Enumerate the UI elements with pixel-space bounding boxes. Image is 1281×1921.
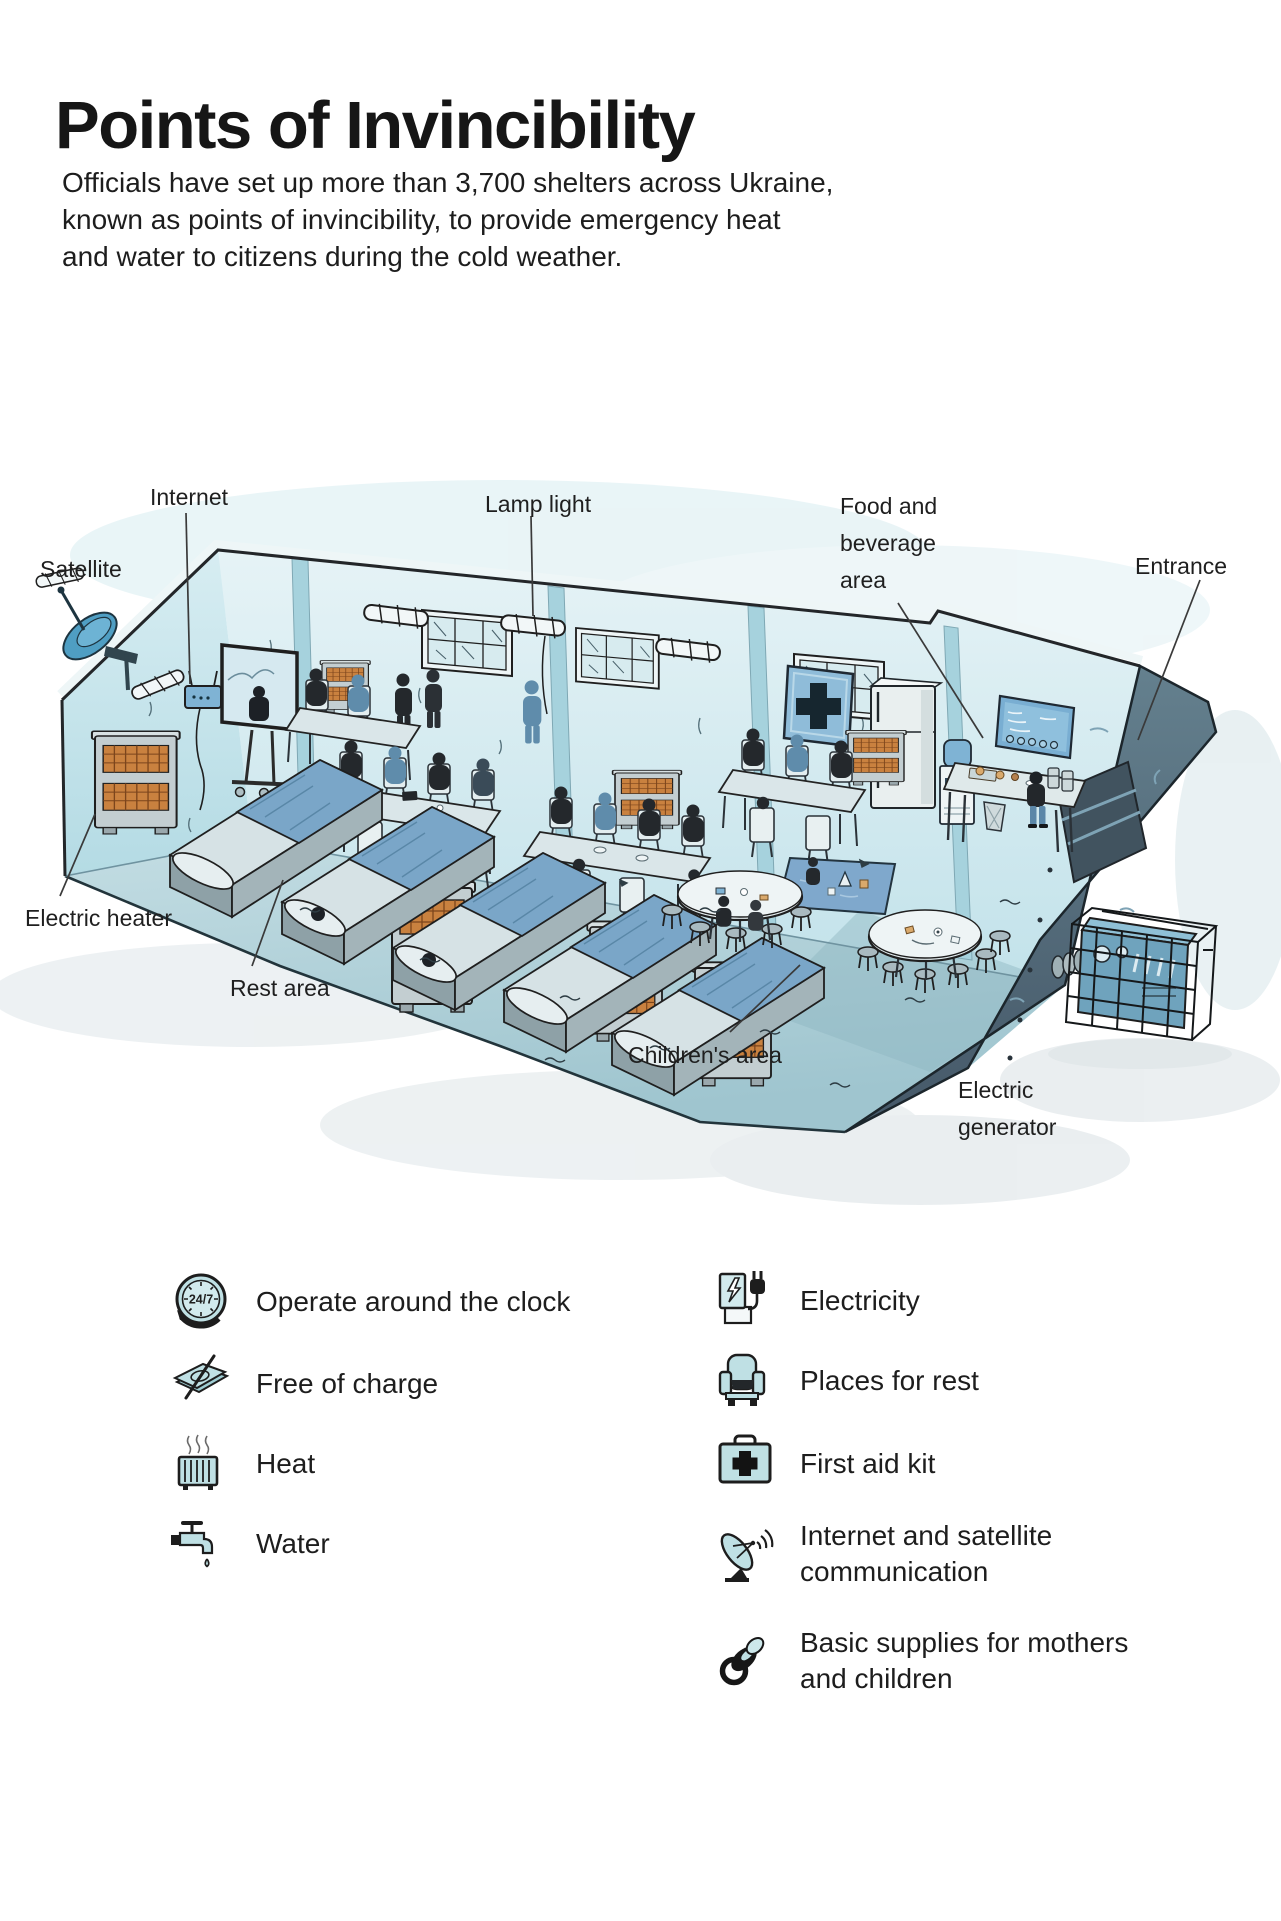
legend-item-label: Internet and satellite communication xyxy=(800,1520,1053,1587)
legend-item-label: Electricity xyxy=(800,1285,920,1316)
sleeping-person xyxy=(311,907,325,921)
label-rest-area: Rest area xyxy=(230,975,330,1001)
shelter-infographic: Points of Invincibility Officials have s… xyxy=(0,87,1281,1205)
children-round-table xyxy=(857,909,1011,994)
legend-item-heat: Heat xyxy=(168,1429,315,1499)
page-title: Points of Invincibility xyxy=(55,87,696,163)
satellite-dish xyxy=(57,586,138,691)
food-items xyxy=(968,766,1074,792)
food-table xyxy=(942,762,1087,853)
legend-item-free: Free of charge xyxy=(168,1349,438,1419)
floor-debris xyxy=(299,858,1021,1088)
label-food-beverage-area: Food and beverage area xyxy=(840,493,938,593)
heat-radiator-icon xyxy=(168,1432,234,1496)
free-of-charge-icon xyxy=(168,1352,234,1416)
legend-item-satellite-comm: Internet and satellite communication xyxy=(712,1518,1130,1590)
notice-board xyxy=(994,694,1076,760)
legend-item-label: Free of charge xyxy=(256,1368,439,1399)
leader-lines xyxy=(59,512,1201,1033)
armchair-icon xyxy=(712,1349,778,1413)
leader-childrens-area xyxy=(729,964,801,1033)
legend-item-label: Basic supplies for mothers and children xyxy=(800,1627,1129,1694)
features-legend: 24/7 Operate around the clock Free of ch… xyxy=(0,1230,1281,1790)
legend-item-electricity: Electricity xyxy=(712,1266,920,1336)
legend-item-label: First aid kit xyxy=(800,1448,936,1479)
electric-heater-unit xyxy=(90,730,181,835)
shelter-scene-drawing xyxy=(0,480,1281,1205)
generator-cage xyxy=(1064,906,1219,1042)
first-aid-wall-box xyxy=(782,664,855,748)
leader-entrance xyxy=(1137,579,1201,741)
legend-item-24-7: 24/7 Operate around the clock xyxy=(168,1267,570,1337)
satellite-communication-icon xyxy=(712,1522,778,1586)
svg-text:24/7: 24/7 xyxy=(189,1293,213,1307)
mother-child-supplies-icon xyxy=(712,1629,778,1693)
electricity-icon xyxy=(712,1269,778,1333)
label-lamp-light: Lamp light xyxy=(485,491,592,517)
legend-item-rest: Places for rest xyxy=(712,1346,979,1416)
legend-item-label: Heat xyxy=(256,1448,316,1479)
legend-item-mother-child: Basic supplies for mothers and children xyxy=(712,1625,1130,1697)
legend-item-label: Water xyxy=(256,1528,330,1559)
electric-heater-unit xyxy=(845,729,907,786)
page-description: Officials have set up more than 3,700 sh… xyxy=(62,164,833,275)
child xyxy=(806,857,820,885)
legend-item-label: Operate around the clock xyxy=(256,1286,571,1317)
legend-item-label: Places for rest xyxy=(800,1365,979,1396)
legend-item-water: Water xyxy=(168,1509,330,1579)
label-satellite: Satellite xyxy=(40,556,122,582)
wifi-router xyxy=(184,670,222,811)
window xyxy=(575,627,660,690)
description-line: known as points of invincibility, to pro… xyxy=(62,204,781,235)
window xyxy=(421,609,513,677)
electric-generator-unit xyxy=(1048,906,1232,1069)
label-internet: Internet xyxy=(150,484,228,510)
childrens-area-group xyxy=(661,856,1011,994)
rivets xyxy=(1007,867,1053,1061)
person-at-food-table xyxy=(1027,771,1048,828)
leader-internet xyxy=(185,512,191,685)
label-electric-heater: Electric heater xyxy=(25,905,173,931)
leader-food-beverage xyxy=(897,602,984,739)
label-electric-generator: Electric generator xyxy=(958,1077,1057,1140)
first-aid-kit-icon xyxy=(712,1432,778,1496)
legend-item-first-aid: First aid kit xyxy=(712,1429,935,1499)
label-childrens-area: Children's area xyxy=(628,1042,782,1068)
leader-lamp-light xyxy=(530,515,534,617)
clock-24-7-icon: 24/7 xyxy=(168,1270,234,1334)
description-line: and water to citizens during the cold we… xyxy=(62,241,623,272)
label-entrance: Entrance xyxy=(1135,553,1228,579)
description-line: Officials have set up more than 3,700 sh… xyxy=(62,167,834,198)
leader-rest-area xyxy=(251,879,284,967)
water-tap-icon xyxy=(168,1512,234,1576)
leader-electric-heater xyxy=(59,813,96,897)
